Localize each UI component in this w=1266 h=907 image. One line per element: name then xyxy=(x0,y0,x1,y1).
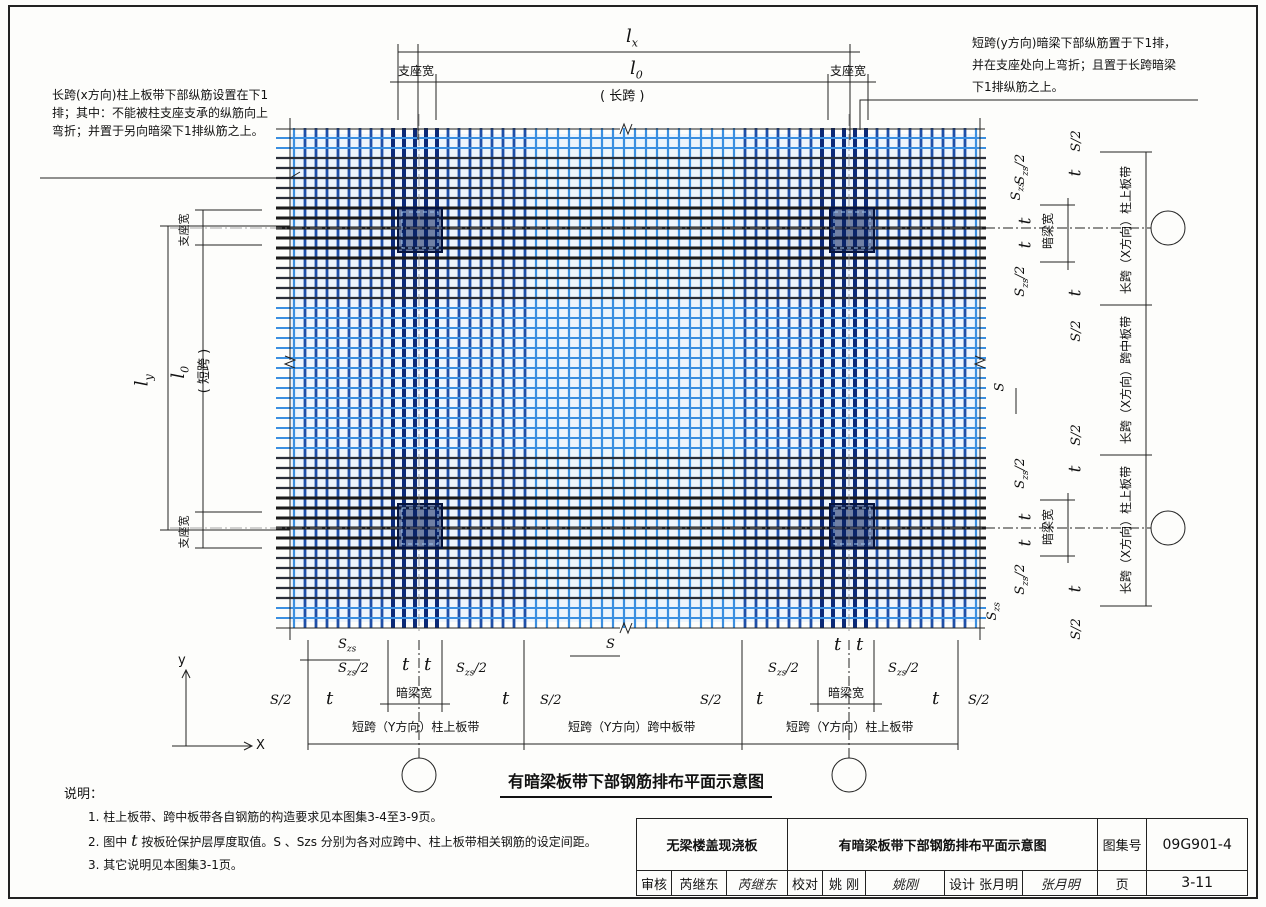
hidden-beam-width-right-upper: 暗梁宽 xyxy=(1041,212,1056,250)
s-half-right-4-label: S/2 xyxy=(1068,618,1084,640)
tb-check-name: 姚 刚 xyxy=(822,870,867,896)
t-bottom-5-label: t xyxy=(326,688,334,709)
tb-page-label: 页 xyxy=(1097,870,1148,896)
t-bottom-2-label: t xyxy=(424,654,432,675)
sheet-border xyxy=(8,5,1258,899)
t-right-8-label: t xyxy=(1065,585,1086,593)
tb-category: 无梁楼盖现浇板 xyxy=(636,818,788,871)
s-right-label: S xyxy=(992,382,1008,392)
s-half-bottom-3-label: S/2 xyxy=(700,693,722,708)
hidden-beam-width-bottom-left: 暗梁宽 xyxy=(396,686,433,700)
s-half-bottom-2-label: S/2 xyxy=(540,693,562,708)
dimension-lines xyxy=(40,44,1198,793)
szs-right-1-label: Szs xyxy=(1008,182,1027,201)
szs-right-2-label: Szs xyxy=(984,602,1003,621)
left-callout: 长跨(x方向)柱上板带下部纵筋设置在下1排；其中：不能被柱支座支承的纵筋向上弯折… xyxy=(52,88,269,138)
szs-half-bottom-right-a-label: Szs/2 xyxy=(768,661,799,679)
szs-half-right-3-label: Szs/2 xyxy=(1013,457,1031,489)
t-right-3-label: t xyxy=(1015,241,1036,249)
tb-check-label: 校对 xyxy=(786,870,824,896)
hidden-beam-width-bottom-right: 暗梁宽 xyxy=(828,686,865,700)
right-callout-line2: 并在支座处向上弯折；且置于长跨暗梁 xyxy=(972,58,1177,72)
s-half-right-2-label: S/2 xyxy=(1068,320,1084,342)
l0-left-label: l0 xyxy=(168,365,192,379)
szs-half-right-4-label: Szs/2 xyxy=(1013,563,1031,595)
rebar-grid xyxy=(170,114,986,632)
tb-drawing-name: 有暗梁板带下部钢筋排布平面示意图 xyxy=(786,818,1099,871)
t-bottom-4-label: t xyxy=(856,634,864,655)
band-right-upper: 长跨（X方向）柱上板带 xyxy=(1119,165,1134,295)
s-half-right-3-label: S/2 xyxy=(1068,424,1084,446)
tb-design-label: 设计 张月明 xyxy=(944,870,1024,896)
right-callout-line3: 下1排纵筋之上。 xyxy=(972,80,1064,94)
szs-half-right-1-label: Szs/2 xyxy=(1013,153,1031,185)
l0-top-label: l0 xyxy=(630,58,643,82)
note-item-1: 1. 柱上板带、跨中板带各自钢筋的构造要求见本图集3-4至3-9页。 xyxy=(88,810,443,824)
t-right-4-label: t xyxy=(1065,289,1086,297)
ly-label: ly xyxy=(131,374,156,387)
t-bottom-8-label: t xyxy=(932,688,940,709)
szs-bottom-label: Szs xyxy=(338,637,357,655)
tb-review-signature: 芮继东 xyxy=(726,870,788,896)
t-bottom-6-label: t xyxy=(502,688,510,709)
title-block: 无梁楼盖现浇板 有暗梁板带下部钢筋排布平面示意图 图集号 09G901-4 审核… xyxy=(635,818,1249,896)
band-bottom-right: 短跨（Y方向）柱上板带 xyxy=(786,720,914,734)
tb-page-no: 3-11 xyxy=(1146,870,1249,896)
long-span-label: ( 长跨 ) xyxy=(600,89,645,104)
drawing-title-underline xyxy=(500,796,772,798)
tb-check-signature: 姚刚 xyxy=(865,870,946,896)
s-half-bottom-4-label: S/2 xyxy=(968,693,990,708)
szs-half-bottom-left-label: Szs/2 xyxy=(338,661,369,679)
t-right-7-label: t xyxy=(1015,539,1036,547)
band-bottom-middle: 短跨（Y方向）跨中板带 xyxy=(568,720,696,734)
s-half-bottom-1-label: S/2 xyxy=(270,693,292,708)
t-right-1-label: t xyxy=(1065,169,1086,177)
support-width-lower-label: 支座宽 xyxy=(177,515,191,549)
notes-heading: 说明： xyxy=(64,787,104,802)
t-bottom-7-label: t xyxy=(756,688,764,709)
note-item-2: 2. 图中 t 按板砼保护层厚度取值。S 、Szs 分别为各对应跨中、柱上板带相… xyxy=(88,831,597,850)
tb-atlas-no: 09G901-4 xyxy=(1146,818,1249,871)
szs-half-bottom-right-b-label: Szs/2 xyxy=(888,661,919,679)
t-bottom-3-label: t xyxy=(834,634,842,655)
s-half-right-1-label: S/2 xyxy=(1068,130,1084,152)
lx-label: lx xyxy=(626,26,638,50)
t-right-6-label: t xyxy=(1015,513,1036,521)
band-right-lower: 长跨（X方向）柱上板带 xyxy=(1119,465,1134,595)
s-bottom-label: S xyxy=(606,637,615,652)
short-span-label: ( 短跨 ) xyxy=(197,348,213,394)
szs-half-right-2-label: Szs/2 xyxy=(1013,265,1031,297)
t-right-2-label: t xyxy=(1015,217,1036,225)
support-width-upper-label: 支座宽 xyxy=(177,213,191,247)
support-width-right-label: 支座宽 xyxy=(830,64,867,78)
tb-review-name: 芮继东 xyxy=(671,870,728,896)
note-item-3: 3. 其它说明见本图集3-1页。 xyxy=(88,858,243,872)
szs-half-bottom-mid-label: Szs/2 xyxy=(456,661,487,679)
t-bottom-1-label: t xyxy=(402,654,410,675)
band-right-middle: 长跨（X方向）跨中板带 xyxy=(1119,315,1134,445)
axis-y-label: y xyxy=(178,653,186,668)
tb-design-signature: 张月明 xyxy=(1022,870,1099,896)
hidden-beam-width-right-lower: 暗梁宽 xyxy=(1041,508,1056,546)
t-right-5-label: t xyxy=(1065,465,1086,473)
band-bottom-left: 短跨（Y方向）柱上板带 xyxy=(352,720,480,734)
tb-review-label: 审核 xyxy=(635,870,673,896)
drawing-title: 有暗梁板带下部钢筋排布平面示意图 xyxy=(507,772,764,791)
right-callout-line1: 短跨(y方向)暗梁下部纵筋置于下1排， xyxy=(972,36,1177,50)
axis-x-label: X xyxy=(256,738,265,753)
tb-atlas-label: 图集号 xyxy=(1097,818,1148,871)
support-width-left-label: 支座宽 xyxy=(398,64,435,78)
